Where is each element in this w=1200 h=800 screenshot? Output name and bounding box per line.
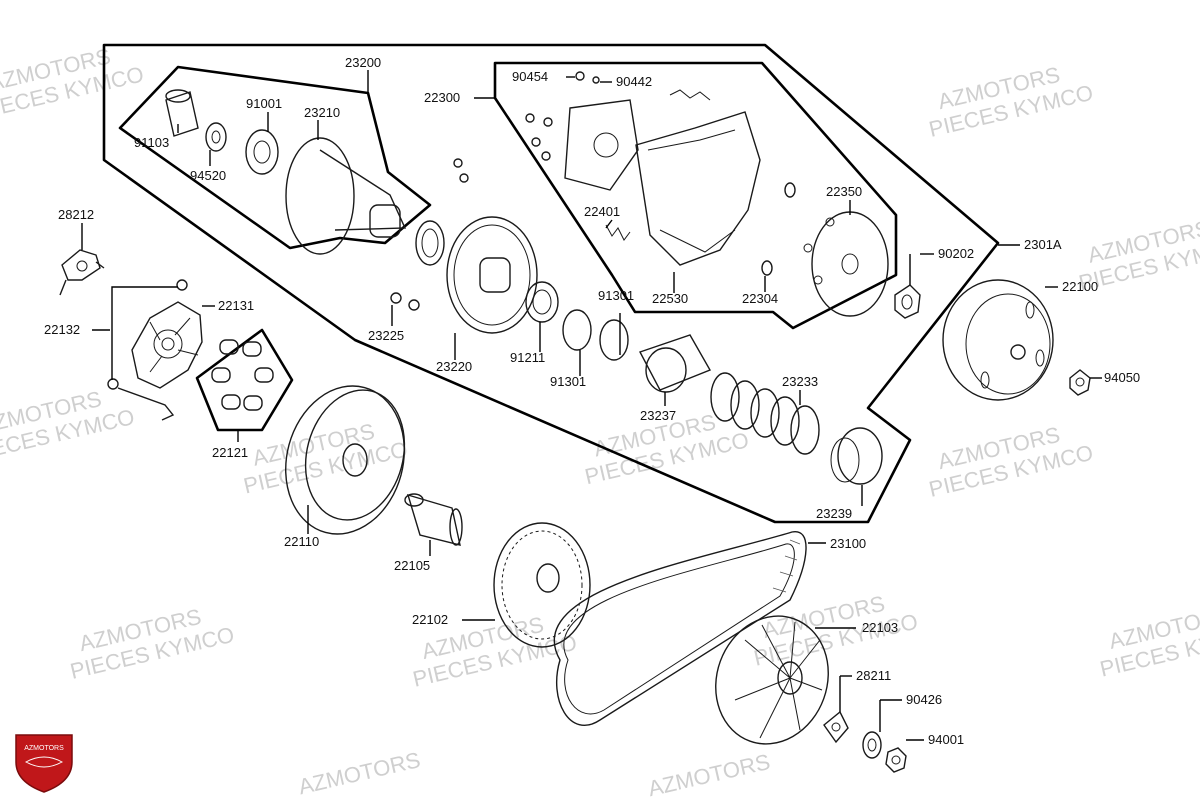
watermark-f: AZMOTORS PIECES KYMCO	[68, 604, 237, 684]
watermark-k: AZMOTORS	[646, 749, 773, 800]
label-23100: 23100	[830, 536, 866, 551]
part-23233-spring	[710, 372, 820, 455]
label-90202: 90202	[938, 246, 974, 261]
leader-lines	[81, 70, 1102, 741]
part-22132-pins	[107, 279, 188, 421]
part-91211-seal	[525, 281, 559, 323]
part-91001-seal	[245, 129, 279, 175]
part-seal-ring	[415, 220, 445, 266]
label-23210: 23210	[304, 105, 340, 120]
label-23200: 23200	[345, 55, 381, 70]
part-labels: 28212 22132 22131 22121 23200 91001 2321…	[44, 55, 1140, 747]
label-91301-lower: 91301	[550, 374, 586, 389]
label-23233: 23233	[782, 374, 818, 389]
label-22132: 22132	[44, 322, 80, 337]
part-28211-plate	[823, 710, 849, 744]
part-23237-collar	[638, 334, 712, 393]
label-22530: 22530	[652, 291, 688, 306]
part-22121-rollers	[211, 339, 274, 411]
label-90454: 90454	[512, 69, 548, 84]
part-22105-collar	[404, 493, 463, 546]
part-94050-nut	[1069, 369, 1091, 396]
label-22102: 22102	[412, 612, 448, 627]
part-22401-spring	[605, 89, 711, 241]
label-91001: 91001	[246, 96, 282, 111]
part-22103-fan	[715, 615, 829, 745]
azmotors-logo: AZMOTORS	[15, 734, 73, 793]
watermark-h: AZMOTORS PIECES KYMCO	[1098, 602, 1200, 682]
label-22401: 22401	[584, 204, 620, 219]
part-22100-clutch-bell	[942, 279, 1054, 401]
part-22102-drive-face	[493, 522, 591, 648]
part-23100-belt	[553, 531, 807, 726]
label-94520: 94520	[190, 168, 226, 183]
watermark-j: AZMOTORS	[296, 747, 423, 799]
label-22103: 22103	[862, 620, 898, 635]
part-clutch-shoes	[635, 111, 761, 266]
part-94001-nut	[885, 747, 907, 773]
label-23239: 23239	[816, 506, 852, 521]
watermark-line1: AZMOTORS	[296, 747, 423, 799]
label-23225: 23225	[368, 328, 404, 343]
part-22304-pin	[761, 182, 796, 276]
assembly-boundary-23200	[118, 65, 432, 250]
label-94001: 94001	[928, 732, 964, 747]
label-22110: 22110	[284, 534, 319, 549]
watermark-line1: AZMOTORS	[646, 749, 773, 800]
label-90442: 90442	[616, 74, 652, 89]
part-94520-washer	[205, 122, 227, 152]
label-22121: 22121	[212, 445, 248, 460]
label-22300: 22300	[424, 90, 460, 105]
label-28211: 28211	[856, 668, 891, 683]
part-90202-nut	[894, 284, 921, 319]
part-22110-movable-pulley	[285, 385, 406, 535]
label-90426: 90426	[906, 692, 942, 707]
part-90426-washer	[862, 731, 882, 759]
assembly-boundary-22121	[195, 328, 294, 432]
label-22105: 22105	[394, 558, 430, 573]
part-91103-bearing	[165, 89, 199, 137]
part-23239-seat	[830, 427, 883, 485]
watermark-b: AZMOTORS PIECES KYMCO	[927, 62, 1096, 142]
part-23225-pins	[390, 158, 469, 311]
logo-text: AZMOTORS	[24, 745, 64, 752]
label-22131: 22131	[218, 298, 254, 313]
label-22100: 22100	[1062, 279, 1098, 294]
label-23220: 23220	[436, 359, 472, 374]
label-23237: 23237	[640, 408, 676, 423]
label-22350: 22350	[826, 184, 862, 199]
watermark-m: AZMOTORS PIECES KYMCO	[0, 386, 137, 466]
part-plate	[564, 99, 639, 191]
part-90454-bolts	[525, 71, 600, 161]
label-28212: 28212	[58, 207, 94, 222]
assembly-boundary-2301A	[102, 43, 1000, 524]
label-91103: 91103	[134, 135, 169, 150]
watermark-a: AZMOTORS PIECES KYMCO	[0, 43, 146, 123]
watermarks: AZMOTORS PIECES KYMCO AZMOTORS PIECES KY…	[0, 43, 1200, 800]
part-23210-driven-face	[285, 137, 407, 255]
part-22131-ramp-plate	[131, 301, 203, 389]
part-91301-orings	[562, 309, 629, 361]
label-22304: 22304	[742, 291, 778, 306]
label-2301A: 2301A	[1024, 237, 1062, 252]
part-23220-driven-face	[446, 216, 538, 334]
label-91301-upper: 91301	[598, 288, 634, 303]
watermark-d: AZMOTORS PIECES KYMCO	[241, 418, 410, 498]
assembly-boundary-22300	[493, 61, 898, 330]
part-28212-plate	[59, 249, 105, 296]
watermark-e: AZMOTORS PIECES KYMCO	[927, 422, 1096, 502]
label-94050: 94050	[1104, 370, 1140, 385]
label-91211: 91211	[510, 350, 545, 365]
